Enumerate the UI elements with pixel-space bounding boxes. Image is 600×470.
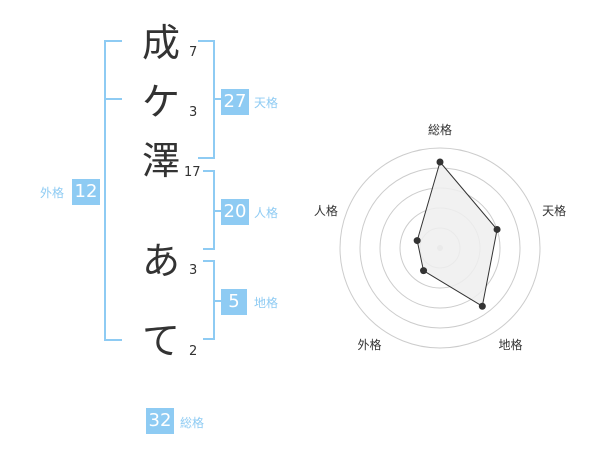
radar-point-4 [413, 237, 421, 245]
name-char: 澤 [141, 139, 180, 183]
tenkaku-bracket-tick [215, 98, 221, 100]
chikaku-bracket [203, 260, 215, 340]
radar-axis-label: 天格 [542, 203, 566, 218]
chikaku-bracket-tick [215, 300, 221, 302]
name-char: ケ [141, 80, 180, 124]
radar-point-3 [420, 267, 428, 275]
radar-axis-label: 人格 [314, 203, 338, 218]
tenkaku-score-badge: 27 [221, 89, 249, 115]
chikaku-label: 地格 [254, 296, 279, 310]
stroke-count: 2 [189, 344, 198, 359]
jinkaku-bracket [203, 170, 215, 250]
gaikaku-bracket-tick [104, 98, 122, 100]
soukaku-label: 総格 [180, 416, 205, 430]
chikaku-score-badge: 5 [221, 289, 247, 315]
jinkaku-bracket-tick [215, 210, 221, 212]
radar-axis-label: 地格 [498, 337, 522, 352]
stroke-count: 17 [184, 165, 201, 180]
radar-grid-ring [339, 147, 541, 349]
tenkaku-bracket [198, 40, 215, 159]
gaikaku-bracket [104, 40, 122, 341]
stroke-count: 3 [189, 263, 198, 278]
name-char: て [141, 319, 180, 363]
gaikaku-label: 外格 [40, 186, 65, 200]
radar-point-0 [436, 158, 444, 166]
jinkaku-score-badge: 20 [221, 199, 249, 225]
radar-axis-label: 総格 [428, 122, 452, 137]
radar-point-2 [478, 302, 486, 310]
name-char: あ [141, 239, 180, 283]
tenkaku-label: 天格 [254, 96, 279, 110]
radar-axis-label: 外格 [357, 337, 381, 352]
soukaku-score-badge: 32 [146, 408, 174, 434]
stroke-count: 7 [189, 45, 198, 60]
stroke-count: 3 [189, 105, 198, 120]
gaikaku-score-badge: 12 [72, 179, 100, 205]
jinkaku-label: 人格 [254, 206, 279, 220]
name-char: 成 [141, 21, 180, 65]
radar-series-polygon [416, 160, 498, 307]
radar-point-1 [493, 225, 501, 233]
